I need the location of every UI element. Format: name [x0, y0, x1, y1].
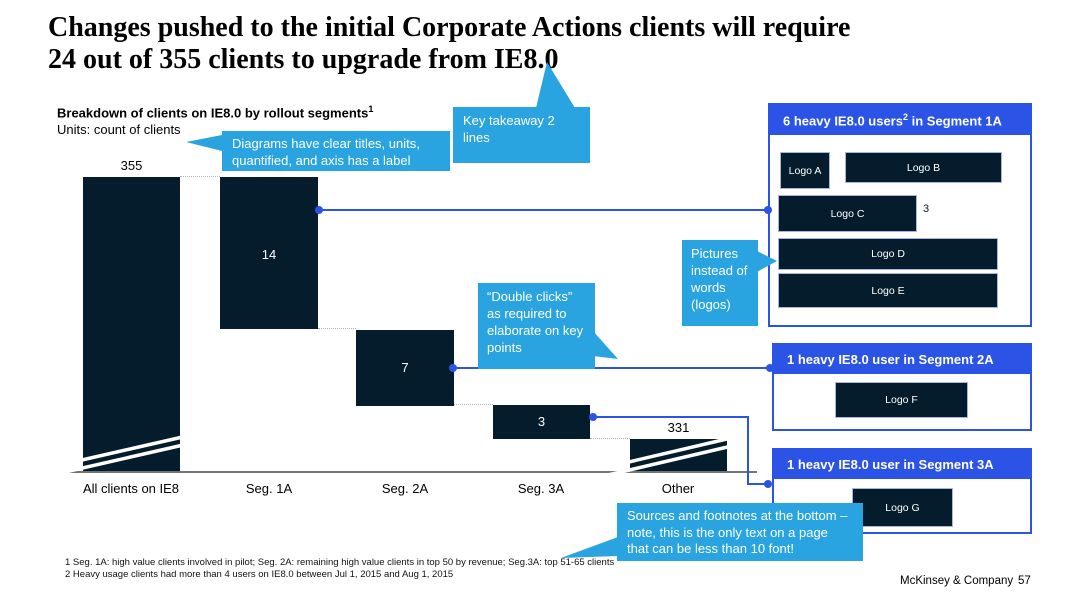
waterfall-dotted-link [318, 328, 356, 329]
bar-seg-3a [493, 405, 590, 439]
bar-value-seg-1a: 14 [261, 247, 277, 262]
waterfall-dotted-link [590, 438, 630, 439]
waterfall-dotted-link [454, 404, 493, 405]
callout-pictures-note: Pictures instead of words (logos) [682, 240, 758, 326]
callout-axis-note: Diagrams have clear titles, units, quant… [222, 131, 450, 171]
axis-label-all-clients: All clients on IE8 [82, 481, 180, 496]
connector-dot [589, 413, 597, 421]
chart-title: Breakdown of clients on IE8.0 by rollout… [57, 104, 373, 120]
bar-value-seg-2a: 7 [401, 360, 409, 375]
panel-segment-1a: 6 heavy IE8.0 users2 in Segment 1A Logo … [768, 103, 1032, 327]
callout-key-takeaway: Key takeaway 2 lines [453, 107, 590, 163]
callout-tail [561, 537, 618, 558]
x-axis-line [65, 471, 757, 473]
logo-c-count: 3 [923, 203, 930, 215]
logo-g: Logo G [852, 488, 953, 527]
logo-c: Logo C [778, 195, 917, 232]
bar-seg-2a [356, 330, 454, 406]
panel-segment-1a-header: 6 heavy IE8.0 users2 in Segment 1A [770, 105, 1030, 136]
footnote-2: 2 Heavy usage clients had more than 4 us… [65, 569, 454, 580]
footer-page-number: 57 [1018, 575, 1031, 587]
bar-value-seg-3a: 3 [537, 414, 546, 429]
panel-segment-3a-header: 1 heavy IE8.0 user in Segment 3A [774, 450, 1030, 479]
bar-seg-1a [220, 177, 318, 329]
page-title-line1: Changes pushed to the initial Corporate … [48, 12, 851, 43]
bar-value-other: 331 [667, 420, 690, 435]
callout-sources-note: Sources and footnotes at the bottom – no… [617, 503, 863, 561]
logo-e: Logo E [778, 273, 998, 308]
logo-a: Logo A [780, 152, 830, 189]
logo-d: Logo D [778, 238, 998, 270]
callout-tail [186, 135, 222, 151]
footer-brand: McKinsey & Company [900, 575, 1014, 587]
connector-dot [764, 480, 772, 488]
waterfall-dotted-link [180, 176, 220, 177]
panel-segment-2a: 1 heavy IE8.0 user in Segment 2A Logo F [772, 343, 1032, 431]
page-title-line2: 24 out of 355 clients to upgrade from IE… [48, 44, 559, 76]
axis-label-seg-1a: Seg. 1A [245, 481, 293, 496]
panel-segment-2a-header: 1 heavy IE8.0 user in Segment 2A [774, 345, 1030, 374]
page-title: Changes pushed to the initial Corporate … [48, 12, 1048, 77]
bar-value-all-clients: 355 [120, 158, 143, 173]
axis-label-seg-3a: Seg. 3A [517, 481, 565, 496]
chart-units-label: Units: count of clients [57, 122, 181, 137]
panel-header-footnote-ref: 2 [902, 112, 908, 122]
logo-b: Logo B [845, 152, 1002, 183]
chart-title-text: Breakdown of clients on IE8.0 by rollout… [57, 105, 369, 121]
callout-tail [593, 331, 618, 359]
footnote-1: 1 Seg. 1A: high value clients involved i… [65, 557, 615, 568]
axis-label-other: Other [661, 481, 695, 496]
logo-f: Logo F [835, 382, 968, 418]
bar-all-clients [83, 177, 180, 472]
bar-other [630, 439, 727, 472]
chart-title-footnote-ref: 1 [368, 104, 374, 114]
axis-label-seg-2a: Seg. 2A [381, 481, 429, 496]
callout-double-clicks-note: “Double clicks” as required to elaborate… [478, 283, 595, 369]
